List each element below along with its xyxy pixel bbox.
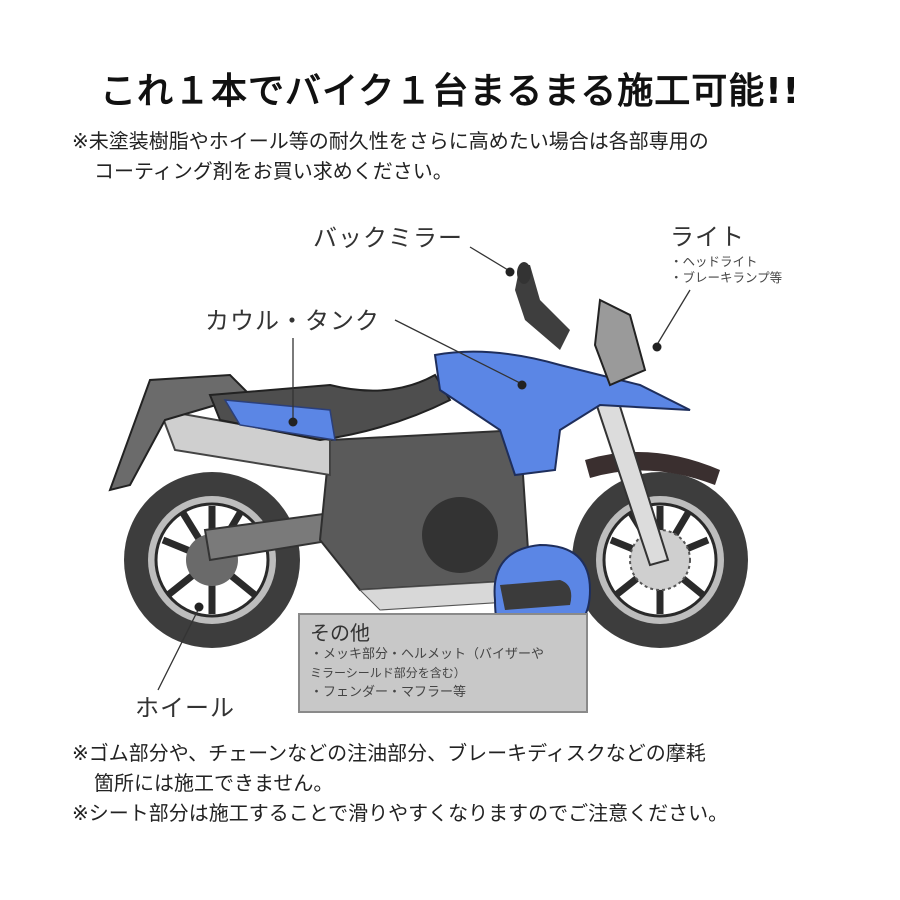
bottom-notes: ※ゴム部分や、チェーンなどの注油部分、ブレーキディスクなどの摩耗 箇所には施工で… [72, 738, 728, 828]
label-cowl-tank: カウル・タンク [205, 307, 380, 335]
label-light: ライト [670, 223, 745, 251]
top-note: ※未塗装樹脂やホイール等の耐久性をさらに高めたい場合は各部専用の コーティング剤… [72, 126, 709, 186]
label-light-item: ・ブレーキランプ等 [670, 270, 783, 285]
side-cowl [223, 399, 336, 441]
label-mirror: バックミラー [313, 224, 463, 252]
label-light-group: ライト ・ヘッドライト ・ブレーキランプ等 [670, 217, 782, 286]
page-title: これ１本でバイク１台まるまる施工可能!! [99, 71, 801, 112]
other-box-item: ・フェンダー・マフラー等 [310, 685, 467, 700]
label-light-item: ・ヘッドライト [670, 254, 758, 269]
other-parts-box: その他 ・メッキ部分・ヘルメット（バイザーや ミラーシールド部分を含む） ・フェ… [298, 613, 588, 713]
other-box-item: ミラーシールド部分を含む） [310, 666, 466, 680]
other-box-title: その他 [310, 621, 370, 645]
tank-cowl [433, 350, 691, 477]
bottom-note1-line2: 箇所には施工できません。 [94, 771, 334, 795]
bottom-note2: ※シート部分は施工することで滑りやすくなりますのでご注意ください。 [72, 801, 729, 825]
other-box-item: ・メッキ部分・ヘルメット（バイザーや [310, 647, 545, 662]
top-note-line1: ※未塗装樹脂やホイール等の耐久性をさらに高めたい場合は各部専用の [72, 129, 709, 153]
bottom-note1-line1: ※ゴム部分や、チェーンなどの注油部分、ブレーキディスクなどの摩耗 [72, 741, 706, 765]
label-wheel: ホイール [135, 694, 235, 722]
top-note-line2: コーティング剤をお買い求めください。 [94, 159, 453, 183]
